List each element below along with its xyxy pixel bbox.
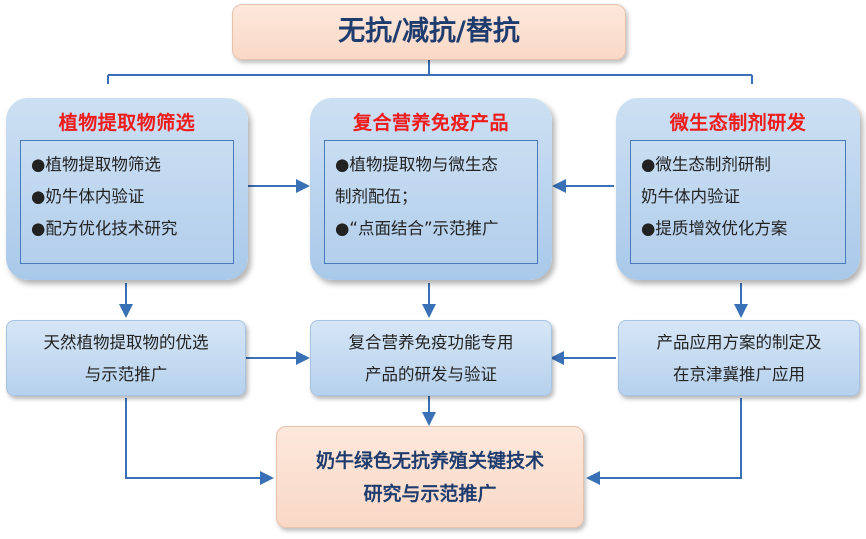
- list-item: 奶牛体内验证: [641, 187, 740, 206]
- plant-extract-box: 植物提取物筛选 ●植物提取物筛选 ●奶牛体内验证 ●配方优化技术研究: [6, 98, 248, 280]
- probiotic-title: 微生态制剂研发: [669, 112, 807, 134]
- probiotic-box: 微生态制剂研发 ●微生态制剂研制 奶牛体内验证 ●提质增效优化方案: [616, 98, 860, 280]
- mid-right-line: 产品应用方案的制定及: [656, 333, 822, 352]
- mid-left-line: 与示范推广: [84, 365, 168, 384]
- list-item: ●“点面结合”示范推广: [335, 219, 499, 238]
- mid-center-line: 产品的研发与验证: [365, 365, 497, 384]
- compound-nutrition-list: ●植物提取物与微生态 制剂配伍； ●“点面结合”示范推广: [324, 140, 538, 264]
- mid-left-box: 天然植物提取物的优选 与示范推广: [6, 320, 246, 396]
- mid-right-line: 在京津冀推广应用: [673, 365, 805, 384]
- mid-left-line: 天然植物提取物的优选: [43, 333, 209, 352]
- plant-extract-title: 植物提取物筛选: [58, 112, 196, 134]
- list-item: ●植物提取物筛选: [31, 155, 161, 174]
- top-title: 无抗/减抗/替抗: [338, 16, 520, 47]
- list-item: 制剂配伍；: [335, 187, 418, 206]
- mid-center-box: 复合营养免疫功能专用 产品的研发与验证: [310, 320, 552, 396]
- bottom-goal-line: 奶牛绿色无抗养殖关键技术: [315, 450, 544, 472]
- list-item: ●配方优化技术研究: [31, 219, 178, 238]
- bottom-goal-line: 研究与示范推广: [363, 483, 497, 505]
- list-item: ●提质增效优化方案: [641, 219, 788, 238]
- probiotic-list: ●微生态制剂研制 奶牛体内验证 ●提质增效优化方案: [630, 140, 846, 264]
- plant-extract-list: ●植物提取物筛选 ●奶牛体内验证 ●配方优化技术研究: [20, 140, 234, 264]
- bottom-goal-box: 奶牛绿色无抗养殖关键技术 研究与示范推广: [276, 426, 584, 528]
- arrow-right-to-bottom: [586, 398, 742, 485]
- mid-right-box: 产品应用方案的制定及 在京津冀推广应用: [618, 320, 860, 396]
- top-title-box: 无抗/减抗/替抗: [232, 4, 626, 60]
- compound-nutrition-box: 复合营养免疫产品 ●植物提取物与微生态 制剂配伍； ●“点面结合”示范推广: [310, 98, 552, 280]
- list-item: ●微生态制剂研制: [641, 155, 771, 174]
- list-item: ●植物提取物与微生态: [335, 155, 498, 174]
- list-item: ●奶牛体内验证: [31, 187, 145, 206]
- arrow-left-to-bottom: [125, 398, 274, 485]
- mid-center-line: 复合营养免疫功能专用: [348, 333, 514, 352]
- compound-nutrition-title: 复合营养免疫产品: [352, 112, 509, 134]
